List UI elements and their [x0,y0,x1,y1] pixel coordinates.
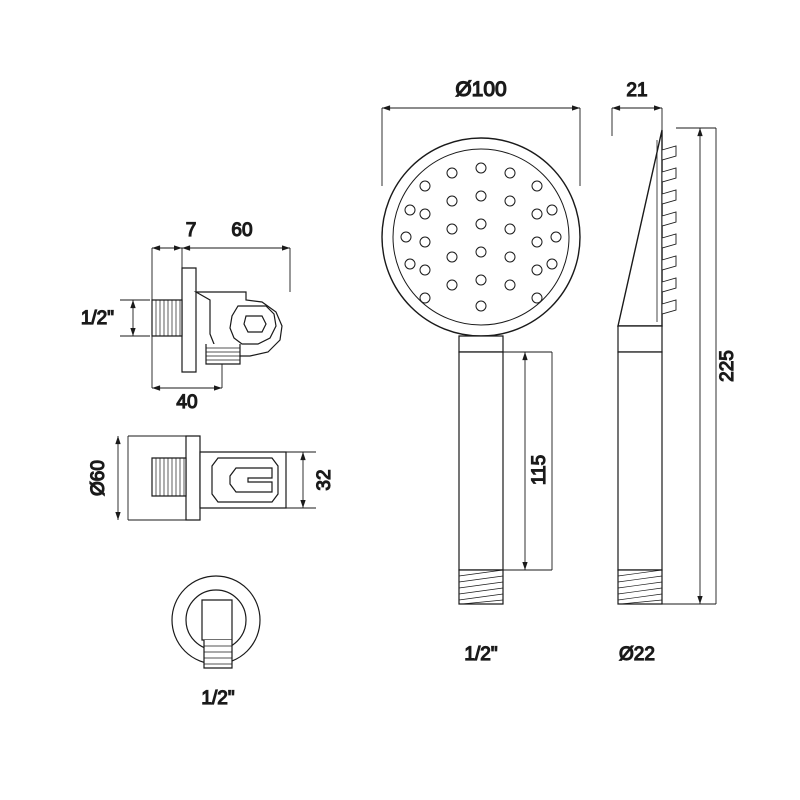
dim-wall-outlet-half-inch: 1/2" [201,688,234,709]
dim-shower-side-21: 21 [626,80,647,101]
dim-shower-side-d22: Ø22 [619,644,655,665]
dim-shower-front-115: 115 [529,455,550,485]
dim-bracket-front-32: 32 [314,469,335,490]
dim-shower-front-half-inch: 1/2" [464,644,497,665]
dim-bracket-front-d60: Ø60 [88,460,109,496]
dim-shower-side-225: 225 [717,350,738,382]
dim-bracket-side-40: 40 [176,392,197,413]
view-wall-outlet [171,575,261,669]
dim-bracket-side-60: 60 [231,220,252,241]
dim-bracket-side-half-inch: 1/2" [81,308,114,329]
dim-shower-front-d100: Ø100 [455,78,506,101]
view-shower-front [381,105,581,605]
view-shower-side [611,105,717,605]
view-bracket-front [115,435,316,521]
dim-bracket-side-7: 7 [186,220,197,241]
view-bracket-side [120,245,291,391]
